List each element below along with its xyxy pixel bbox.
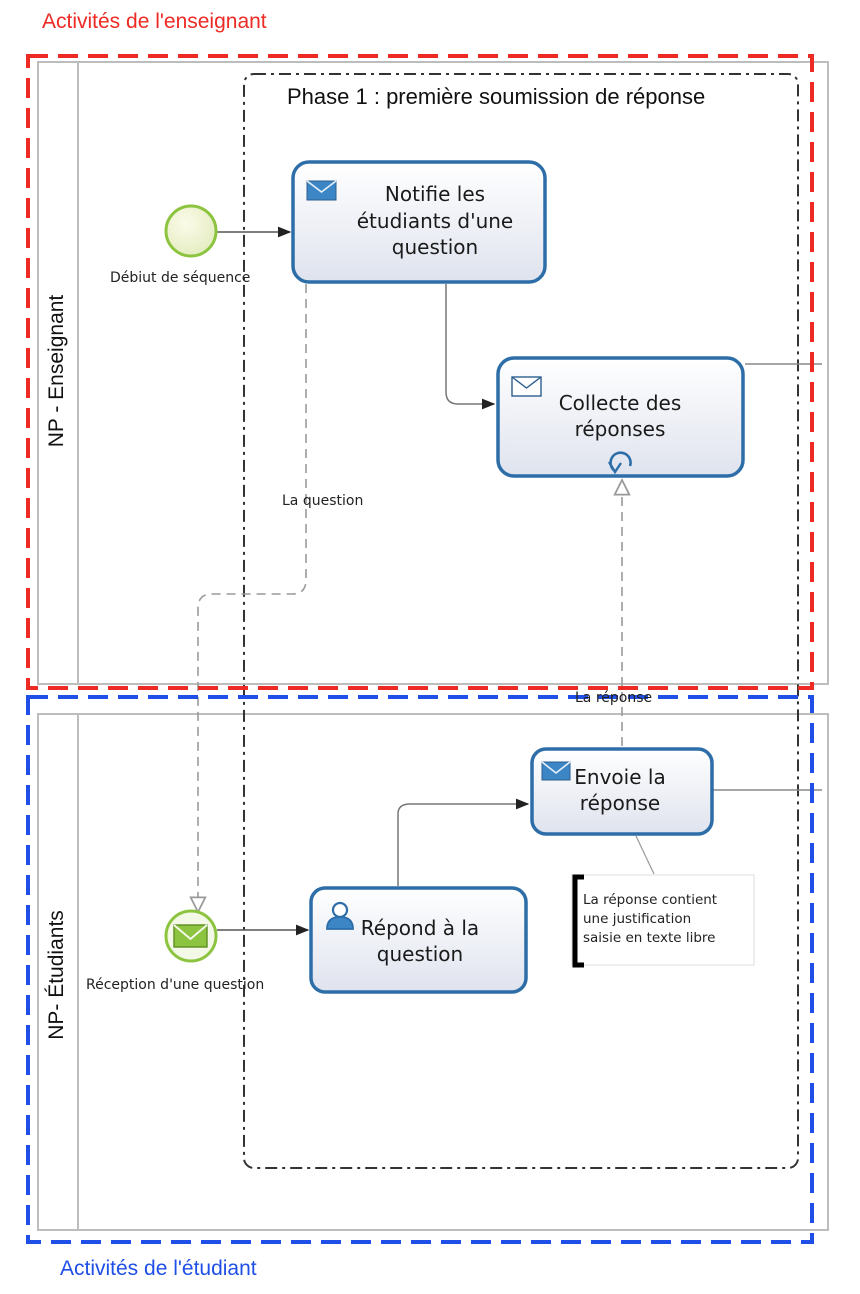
start-event-label: Débiut de séquence [110, 270, 251, 286]
annotation-box [571, 874, 755, 968]
message-flow-answer-label: La réponse [575, 690, 653, 706]
lane-students-label: NP- Étudiants [45, 910, 68, 1040]
lane-teacher-label: NP - Enseignant [45, 294, 68, 448]
task-collect-label: Collecte des réponses [558, 390, 682, 441]
task-send-label: Envoie la réponse [574, 764, 666, 815]
teacher-region [26, 54, 814, 690]
sequence-flows [217, 226, 822, 936]
teacher-region-caption: Activités de l'enseignant [42, 10, 267, 33]
phase-title: Phase 1 : première soumission de réponse [287, 84, 706, 109]
task-send[interactable] [530, 747, 714, 836]
user-icon [326, 901, 354, 930]
receive-event[interactable] [164, 909, 218, 963]
message-flows [198, 284, 622, 912]
receive-event-label: Réception d'une question [86, 977, 265, 993]
envelope-icon [511, 376, 542, 397]
task-answer-label: Répond à la question [360, 915, 480, 966]
task-answer[interactable] [309, 886, 528, 994]
annotation-connector [635, 835, 655, 875]
phase-group [243, 73, 799, 1169]
envelope-icon [541, 761, 571, 781]
task-notify-label: Notifie les étudiants d'une question [356, 182, 514, 260]
message-flow-question-label: La question [282, 493, 364, 509]
start-event[interactable] [164, 204, 218, 258]
envelope-icon [306, 180, 337, 201]
pool [37, 61, 829, 1231]
envelope-icon [173, 924, 208, 948]
student-region-caption: Activités de l'étudiant [60, 1257, 257, 1280]
annotation-text: La réponse contient une justification sa… [583, 892, 718, 947]
task-collect[interactable] [496, 356, 745, 478]
loop-icon [607, 451, 632, 475]
student-region [26, 695, 814, 1244]
task-notify[interactable] [291, 160, 547, 284]
